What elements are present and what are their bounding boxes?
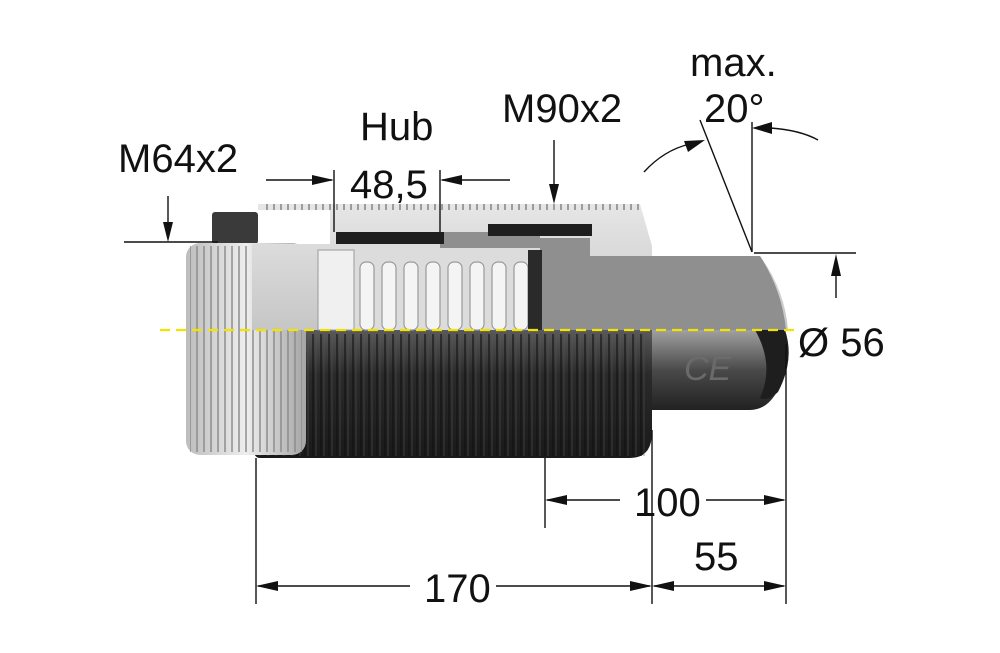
- dim-170-55: [255, 344, 787, 604]
- dim-stroke: [266, 170, 510, 232]
- dim-100: [544, 458, 786, 528]
- plunger-head: [317, 249, 355, 331]
- label-dim-55: 55: [694, 535, 739, 579]
- ce-mark: CE: [684, 350, 732, 388]
- label-thread-body: M90x2: [502, 87, 622, 131]
- label-angle-value: 20°: [704, 87, 765, 131]
- inner-sleeve: [440, 232, 786, 330]
- label-dim-100: 100: [634, 481, 701, 525]
- label-dim-170: 170: [424, 567, 491, 611]
- sensor-lens: [755, 330, 789, 400]
- label-diameter: Ø 56: [798, 321, 885, 365]
- compression-spring: [359, 261, 529, 331]
- section-view: [186, 204, 788, 455]
- sensor-head: [652, 330, 784, 410]
- label-stroke-value: 48,5: [350, 163, 428, 207]
- dim-thread-body: [549, 140, 559, 204]
- label-stroke-title: Hub: [360, 105, 433, 149]
- threaded-body-threads: [258, 334, 648, 456]
- housing-thread-top: [262, 204, 642, 210]
- spring-seat: [528, 250, 542, 330]
- stroke-stop-right: [488, 224, 592, 236]
- lock-nut-upper: [212, 212, 258, 244]
- label-angle-max: max.: [690, 41, 777, 85]
- dim-thread-left: [124, 196, 218, 243]
- sensor-body: [212, 212, 789, 458]
- dim-diameter: [754, 252, 856, 298]
- dim-angle: [643, 119, 819, 253]
- stroke-stop: [336, 232, 444, 244]
- label-thread-left: M64x2: [118, 137, 238, 181]
